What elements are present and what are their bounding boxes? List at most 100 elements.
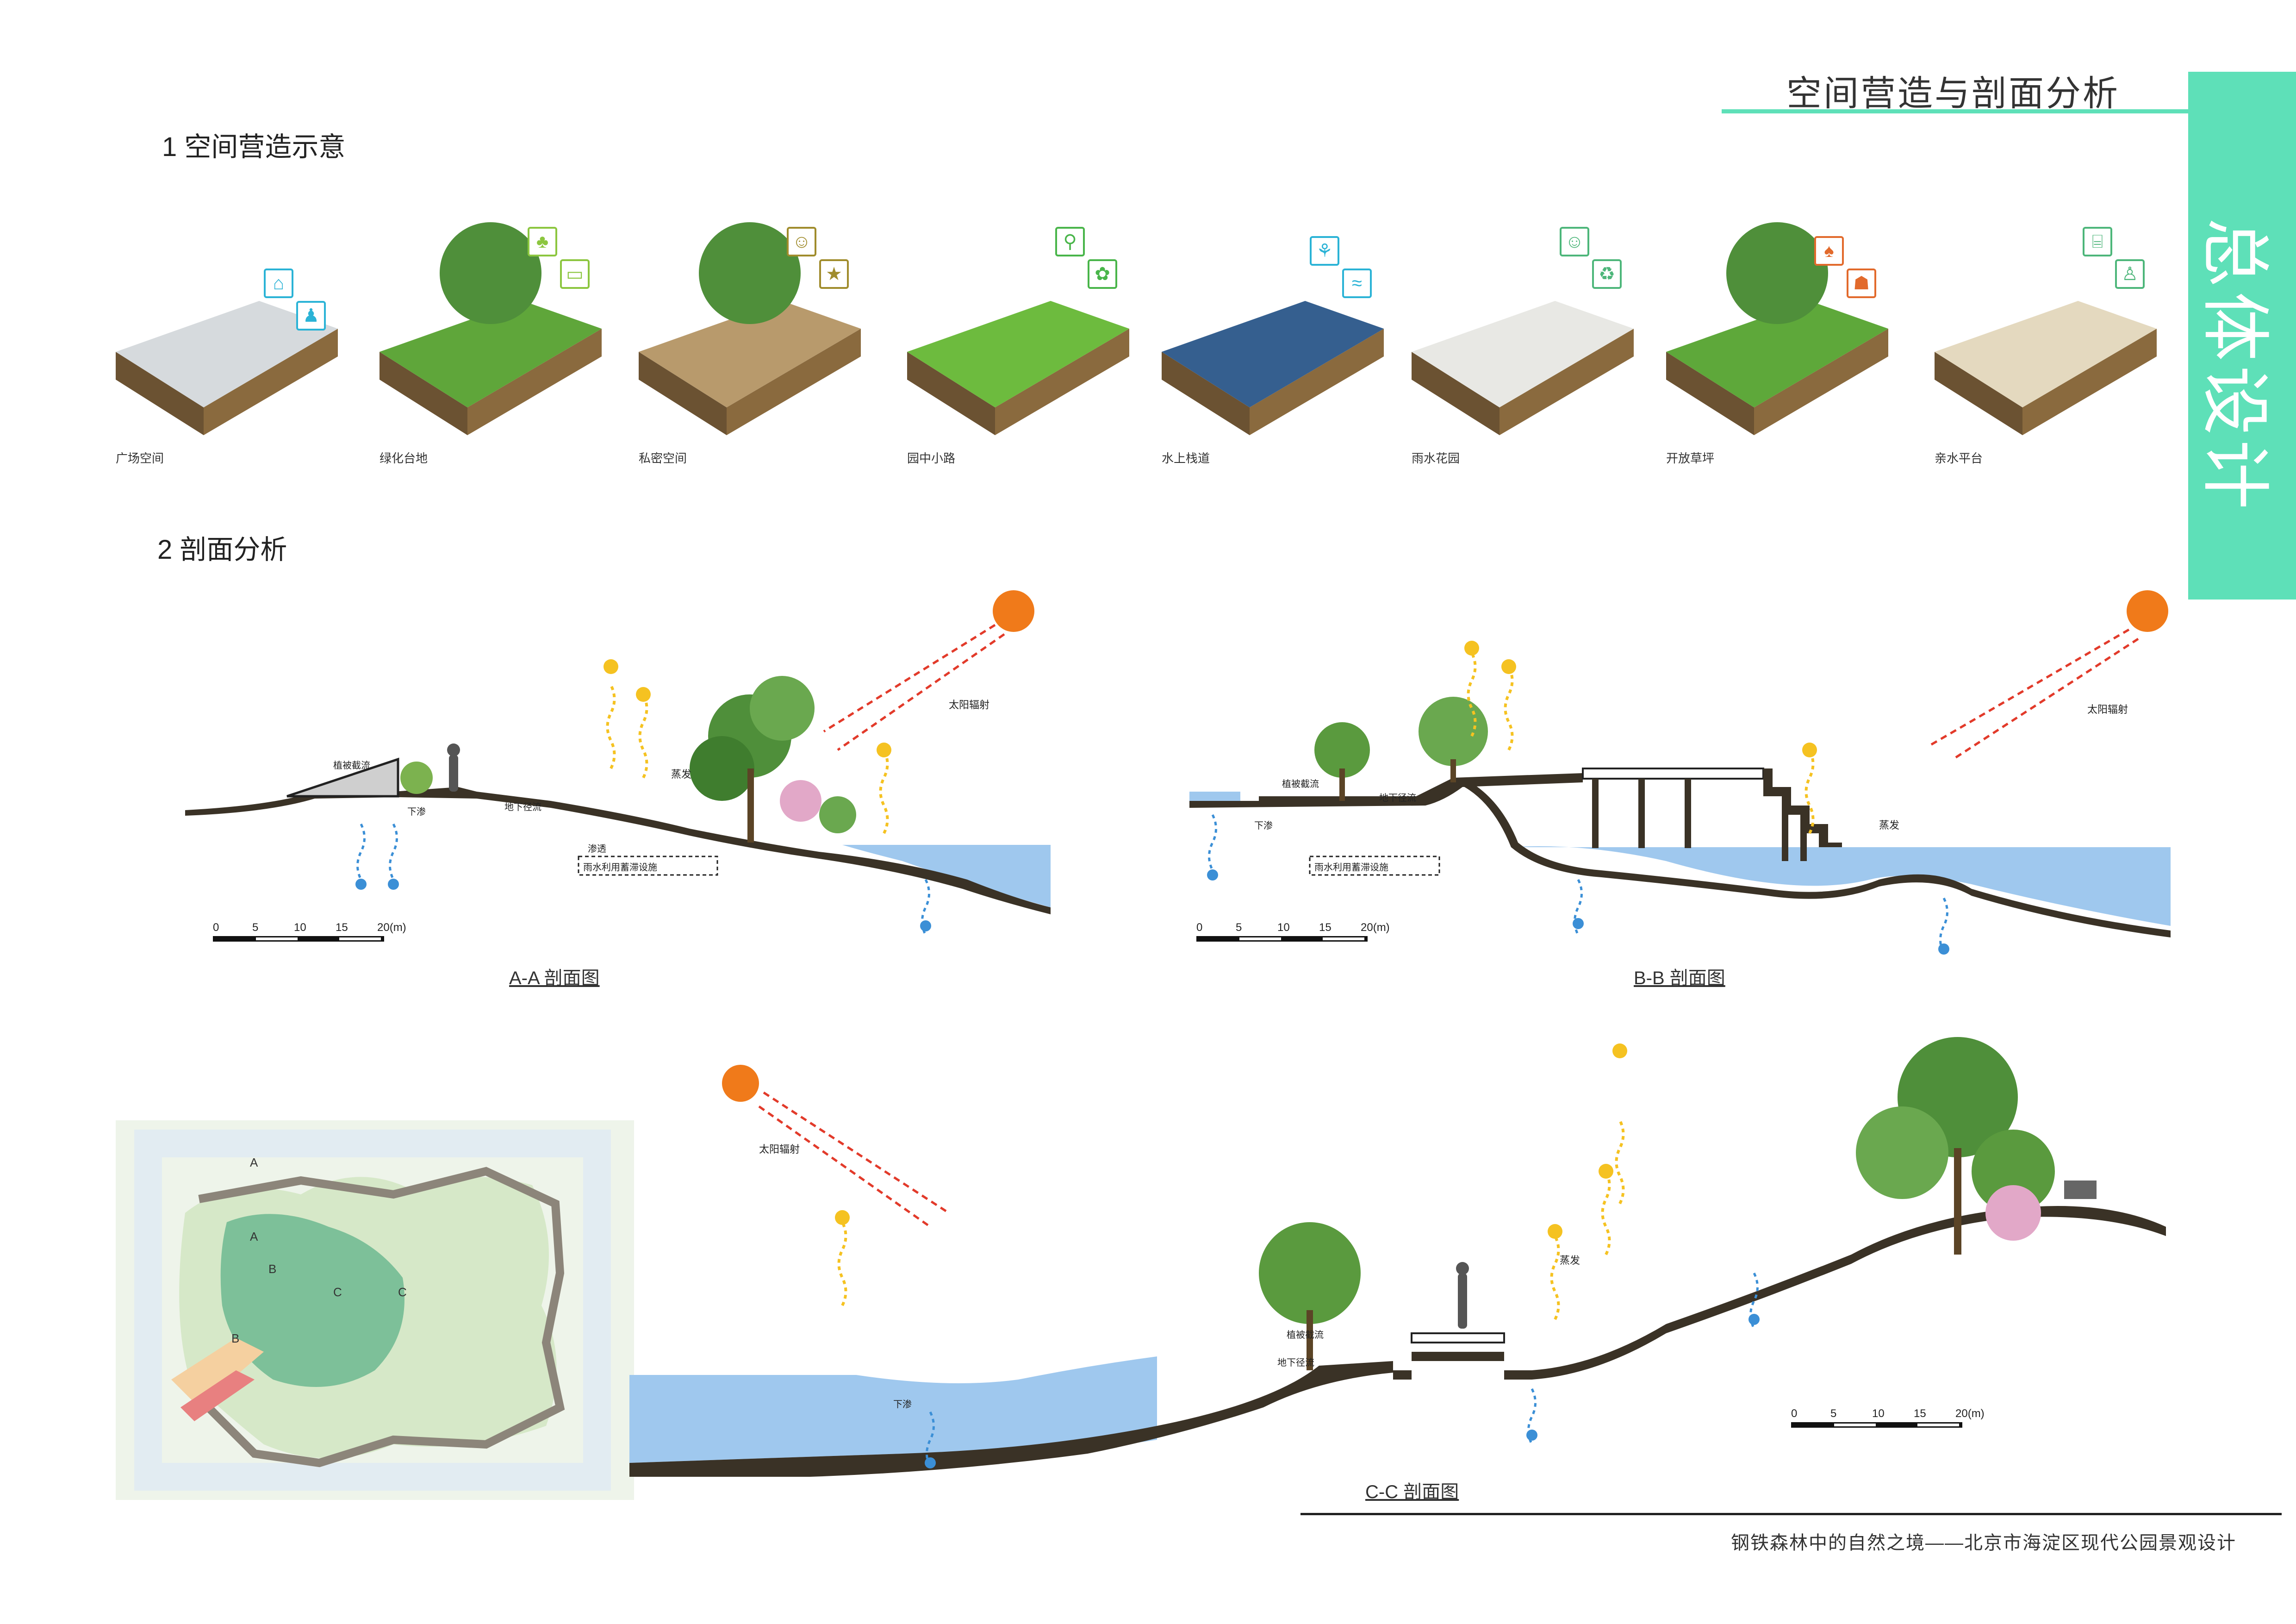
- aa-sun-ray: [823, 624, 996, 733]
- plan-road-left: [134, 1130, 162, 1491]
- module-block-illustration: [639, 222, 861, 435]
- aa-person: [449, 755, 458, 792]
- rain-drop-icon: [1573, 918, 1584, 929]
- cc-water: [629, 1356, 1157, 1463]
- picnic-icon: ♠: [1814, 236, 1844, 266]
- aa-caption: A-A 剖面图: [509, 968, 600, 988]
- module-soil-side: [639, 352, 727, 435]
- bb-label-groundwater: 地下径流: [1379, 793, 1416, 803]
- scale-tick: 15: [1914, 1407, 1926, 1420]
- cc-sun-ray-2: [758, 1105, 931, 1228]
- module-soil-side: [116, 352, 204, 435]
- evaporation-icon: [1464, 641, 1479, 656]
- aa-evap-arrow-2: [638, 693, 648, 779]
- cc-evap-arrow: [837, 1221, 847, 1306]
- scale-tick: 0: [213, 921, 219, 934]
- module-soil-side: [1412, 352, 1500, 435]
- bb-pier: [1592, 779, 1599, 848]
- plan-main-path: [198, 1167, 565, 1468]
- scale-tick: 5: [1830, 1407, 1837, 1420]
- bb-sun-ray-2: [1952, 637, 2139, 761]
- plan-marker-a: A: [250, 1156, 258, 1169]
- plan-plaza: [171, 1338, 264, 1407]
- bb-water: [1509, 846, 2171, 926]
- footer-text: 钢铁森林中的自然之境——北京市海淀区现代公园景观设计: [1731, 1533, 2236, 1553]
- aa-label-groundwater: 地下径流: [504, 802, 541, 812]
- aa-evap-arrow-3: [879, 749, 889, 834]
- module-soil-side: [2022, 329, 2157, 435]
- evaporation-icon: [1599, 1164, 1613, 1179]
- plan-lake: [220, 1214, 404, 1387]
- side-tab: [2188, 72, 2296, 600]
- module-soil-side: [1162, 352, 1250, 435]
- scale-tick: 15: [336, 921, 348, 934]
- bb-tree-canopy: [1314, 722, 1370, 778]
- scale-tick: 10: [1277, 921, 1290, 934]
- cc-tree-canopy: [1259, 1222, 1361, 1324]
- cc-person: [1458, 1273, 1467, 1329]
- module-soil-side: [727, 329, 861, 435]
- cc-bridge-deck: [1411, 1332, 1505, 1343]
- rain-drop-icon: [355, 879, 367, 890]
- cc-tree-trunk: [1307, 1310, 1313, 1370]
- cc-bench-people: [2064, 1181, 2097, 1199]
- section1-heading: 1 空间营造示意: [162, 132, 346, 162]
- module-block-illustration: [907, 301, 1129, 435]
- plan-marker-a-end: A: [250, 1230, 258, 1243]
- seating-icon: ♟: [296, 301, 326, 331]
- sun-icon: [993, 590, 1034, 632]
- plan-marker-c-end: C: [398, 1285, 407, 1299]
- bb-tree-trunk: [1339, 768, 1345, 801]
- cc-tree-trunk-2: [1954, 1148, 1961, 1255]
- evaporation-icon: [636, 687, 651, 702]
- cc-sun-ray: [763, 1091, 950, 1214]
- module-soil-side: [1500, 329, 1634, 435]
- plan-court: [180, 1370, 255, 1421]
- plan-marker-c: C: [333, 1285, 342, 1299]
- cc-label-slope-retain: 植被截流: [1287, 1330, 1324, 1340]
- cc-tree-canopy-4: [1972, 1130, 2055, 1213]
- module-label: 亲水平台: [1935, 451, 1983, 465]
- rain-drop-icon: [1938, 943, 1949, 955]
- bb-pier: [1685, 779, 1691, 848]
- cc-scale-bar: 0 5 10 15 20(m): [1791, 1407, 2050, 1435]
- bb-label-runoff: 下渗: [1254, 820, 1273, 831]
- module-block-illustration: [1412, 301, 1634, 435]
- cc-flowering-tree: [1985, 1185, 2041, 1241]
- module-tree: [440, 222, 541, 324]
- bb-infiltration-arrow: [1208, 814, 1217, 871]
- scale-tick: 5: [252, 921, 259, 934]
- module-soil-side: [1754, 329, 1888, 435]
- stairs-icon: ⌸: [2083, 227, 2112, 256]
- evaporation-icon: [835, 1210, 850, 1225]
- module-block-illustration: [1935, 301, 2157, 435]
- module-surface: [1162, 301, 1384, 407]
- module-surface: [639, 301, 861, 407]
- evaporation-icon: [877, 743, 891, 757]
- flower-icon: ✿: [1088, 259, 1117, 289]
- rain-drop-icon: [925, 1457, 936, 1468]
- plan-road-right: [583, 1130, 611, 1491]
- bb-section-diagram: 太阳辐射 蒸发 下渗 地下径流 植被截流 雨水利用蓄滞设施: [1189, 590, 2171, 955]
- rain-drop-icon: [1207, 869, 1218, 881]
- section2-heading: 2 剖面分析: [157, 535, 287, 565]
- stroller-icon: ⚘: [1310, 236, 1339, 266]
- cc-person-head: [1456, 1262, 1469, 1275]
- cc-label-sun: 太阳辐射: [759, 1143, 800, 1155]
- evaporation-icon: [1548, 1224, 1562, 1239]
- aa-evap-arrow: [606, 684, 616, 769]
- module-label: 私密空间: [639, 451, 687, 465]
- rain-drop-icon: [1748, 1314, 1760, 1325]
- module-5: ⚘≈水上栈道: [1157, 199, 1416, 477]
- aa-label-storage: 雨水利用蓄滞设施: [583, 862, 657, 873]
- scale-tick: 0: [1196, 921, 1203, 934]
- sun-icon: [2127, 590, 2168, 632]
- cc-evap-arrow-2: [1550, 1235, 1560, 1320]
- scale-tick: 5: [1236, 921, 1242, 934]
- aa-section-diagram: 太阳辐射 蒸发 下渗 地下径流 植被截流 渗透 雨水利用蓄滞设施: [185, 590, 1051, 936]
- module-label: 绿化台地: [380, 451, 428, 465]
- bb-infiltration-arrow-3: [1939, 897, 1948, 955]
- module-label: 水上栈道: [1162, 451, 1210, 465]
- module-label: 开放草坪: [1666, 451, 1715, 465]
- bb-pier: [1638, 779, 1645, 848]
